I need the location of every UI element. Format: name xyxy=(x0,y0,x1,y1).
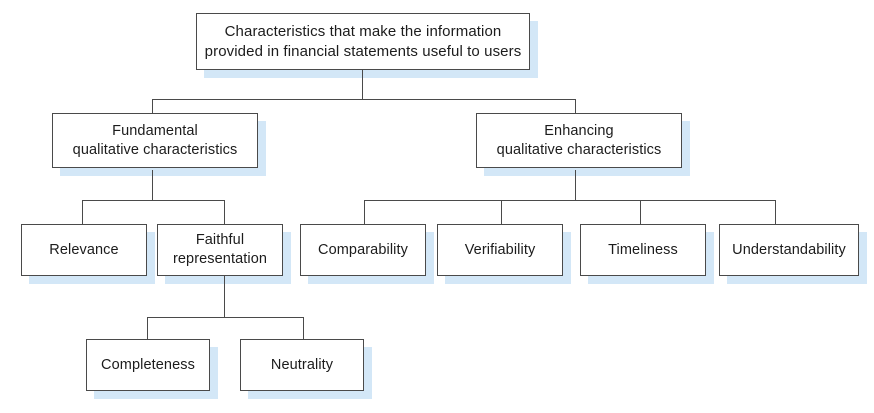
node-comparability-label: Comparability xyxy=(318,241,408,258)
connector-fundamental-stem xyxy=(152,170,154,201)
node-comparability[interactable]: Comparability xyxy=(300,224,426,276)
node-faithful-representation[interactable]: Faithful representation xyxy=(157,224,283,276)
node-neutrality-label: Neutrality xyxy=(270,356,334,373)
node-enhancing-qualitative-characteristics[interactable]: Enhancing qualitative characteristics xyxy=(476,113,682,168)
connector-drop-enhancing xyxy=(575,99,577,114)
connector-drop-comparability xyxy=(364,200,366,224)
node-neutrality[interactable]: Neutrality xyxy=(240,339,364,391)
node-timeliness-label: Timeliness xyxy=(608,241,678,258)
node-verifiability-label: Verifiability xyxy=(464,241,536,258)
node-verifiability[interactable]: Verifiability xyxy=(437,224,563,276)
connector-drop-neutrality xyxy=(303,317,305,339)
connector-enhancing-stem xyxy=(575,170,577,201)
node-faithful-representation-label: Faithful representation xyxy=(172,232,268,267)
connector-drop-faithful-representation xyxy=(224,200,226,224)
connector-enhancing-bus xyxy=(364,200,776,202)
connector-drop-timeliness xyxy=(640,200,642,224)
connector-root-stem xyxy=(362,70,364,100)
node-understandability-label: Understandability xyxy=(732,241,846,258)
node-relevance[interactable]: Relevance xyxy=(21,224,147,276)
node-root[interactable]: Characteristics that make the informatio… xyxy=(196,13,530,70)
node-enhancing-label: Enhancing qualitative characteristics xyxy=(496,122,662,158)
connector-faithful-stem xyxy=(224,276,226,318)
node-completeness-label: Completeness xyxy=(101,356,195,373)
node-relevance-label: Relevance xyxy=(49,241,119,258)
connector-fundamental-bus xyxy=(82,200,225,202)
connector-drop-fundamental xyxy=(152,99,154,114)
node-timeliness[interactable]: Timeliness xyxy=(580,224,706,276)
connector-drop-completeness xyxy=(147,317,149,339)
connector-level1-bus xyxy=(152,99,576,101)
node-understandability[interactable]: Understandability xyxy=(719,224,859,276)
connector-drop-verifiability xyxy=(501,200,503,224)
node-fundamental-label: Fundamental qualitative characteristics xyxy=(72,122,238,158)
node-completeness[interactable]: Completeness xyxy=(86,339,210,391)
node-fundamental-qualitative-characteristics[interactable]: Fundamental qualitative characteristics xyxy=(52,113,258,168)
node-root-label: Characteristics that make the informatio… xyxy=(204,23,522,60)
connector-drop-relevance xyxy=(82,200,84,224)
connector-drop-understandability xyxy=(775,200,777,224)
connector-faithful-bus xyxy=(147,317,304,319)
